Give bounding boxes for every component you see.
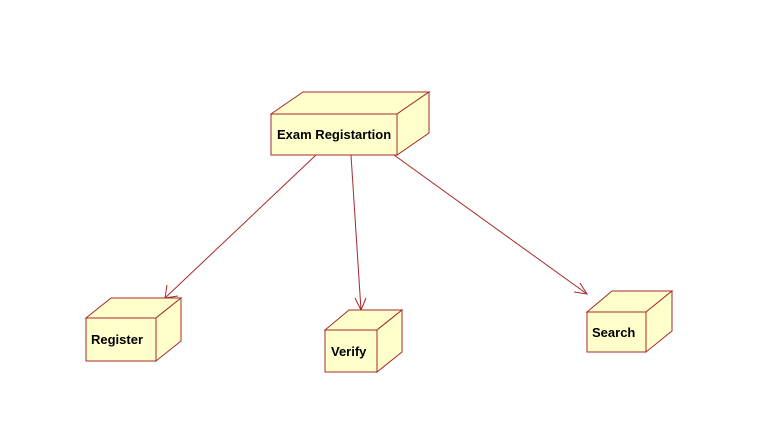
node-front-face	[85, 317, 157, 362]
node-register[interactable]: Register	[84, 296, 183, 363]
arrowhead	[573, 282, 589, 295]
node-front-face	[586, 311, 647, 353]
node-front-face	[270, 113, 398, 156]
edges	[164, 154, 589, 312]
edge-main-to-search	[393, 154, 589, 295]
node-label-exam-registration: Exam Registartion	[277, 127, 391, 142]
edge-main-to-register	[164, 154, 317, 299]
node-label-register: Register	[91, 332, 143, 347]
edge-line	[164, 154, 317, 299]
node-search[interactable]: Search	[585, 289, 674, 354]
node-front-face	[324, 329, 378, 373]
node-verify[interactable]: Verify	[323, 308, 404, 374]
node-label-search: Search	[592, 325, 635, 340]
edge-line	[393, 154, 588, 295]
edge-line	[350, 154, 362, 311]
edge-main-to-verify	[350, 154, 367, 312]
node-label-verify: Verify	[331, 344, 367, 359]
node-exam-registration[interactable]: Exam Registartion	[269, 91, 431, 156]
